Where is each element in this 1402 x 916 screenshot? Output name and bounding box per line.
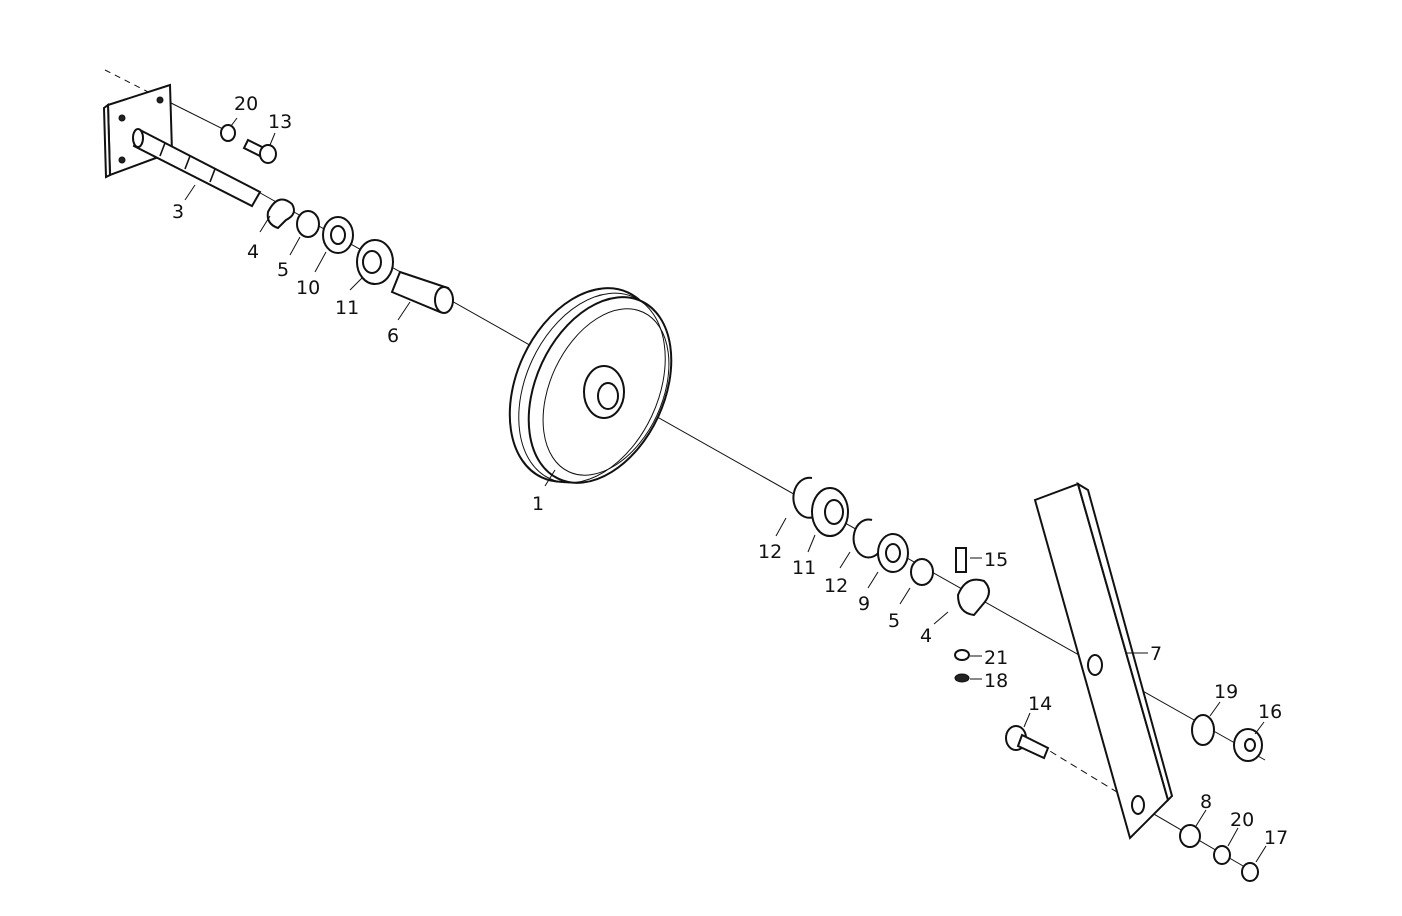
part-13-bolt bbox=[242, 138, 277, 164]
callout-7: 7 bbox=[1150, 643, 1162, 665]
part-3-mounting-plate-shaft bbox=[102, 83, 262, 208]
callout-10: 10 bbox=[296, 277, 320, 299]
callout-5-right: 5 bbox=[888, 610, 900, 632]
part-5-bushing-left bbox=[296, 210, 320, 238]
callout-12-b: 12 bbox=[824, 575, 848, 597]
callout-11-left: 11 bbox=[335, 297, 359, 319]
part-12-circlip-b bbox=[852, 518, 883, 559]
part-21-nut bbox=[954, 649, 970, 661]
callout-4-right: 4 bbox=[920, 625, 932, 647]
part-7-bracket bbox=[1033, 481, 1174, 840]
part-5-bushing-right bbox=[910, 558, 934, 586]
callout-3: 3 bbox=[172, 201, 184, 223]
part-20-washer-top bbox=[220, 124, 236, 142]
part-6-spacer-tube bbox=[390, 270, 454, 314]
callout-4-left: 4 bbox=[247, 241, 259, 263]
part-4-clamp-right bbox=[956, 578, 990, 617]
part-4-clamp-left bbox=[266, 198, 295, 230]
part-14-bolt bbox=[1005, 725, 1050, 760]
callout-21: 21 bbox=[984, 647, 1008, 669]
part-11-bearing-right bbox=[811, 487, 849, 537]
callout-15: 15 bbox=[984, 549, 1008, 571]
part-8-washer bbox=[1179, 824, 1201, 848]
callout-20-top: 20 bbox=[234, 93, 258, 115]
callout-8: 8 bbox=[1200, 791, 1212, 813]
callout-14: 14 bbox=[1028, 693, 1052, 715]
callout-1: 1 bbox=[532, 493, 544, 515]
callout-9: 9 bbox=[858, 593, 870, 615]
callout-12-a: 12 bbox=[758, 541, 782, 563]
callout-16: 16 bbox=[1258, 701, 1282, 723]
part-11-bearing-left bbox=[356, 239, 394, 285]
part-9-seal bbox=[877, 533, 909, 573]
callout-13: 13 bbox=[268, 111, 292, 133]
part-10-seal bbox=[322, 216, 354, 254]
part-20-washer-bottom bbox=[1213, 845, 1231, 865]
part-19-washer bbox=[1191, 714, 1215, 746]
dashed-leader-bottom bbox=[1039, 744, 1131, 801]
callout-19: 19 bbox=[1214, 681, 1238, 703]
part-18-washer bbox=[954, 673, 970, 683]
callout-17: 17 bbox=[1264, 827, 1288, 849]
part-16-nut bbox=[1233, 728, 1263, 762]
part-1-pulley-wheel bbox=[508, 287, 673, 484]
bolt-axis-line-top bbox=[164, 99, 226, 131]
part-17-nut bbox=[1241, 862, 1259, 882]
part-15-bolt bbox=[955, 547, 967, 573]
callout-20-bottom: 20 bbox=[1230, 809, 1254, 831]
callout-6: 6 bbox=[387, 325, 399, 347]
callout-5-left: 5 bbox=[277, 259, 289, 281]
callout-18: 18 bbox=[984, 670, 1008, 692]
callout-leaders bbox=[184, 117, 1267, 863]
callout-11-right: 11 bbox=[792, 557, 816, 579]
